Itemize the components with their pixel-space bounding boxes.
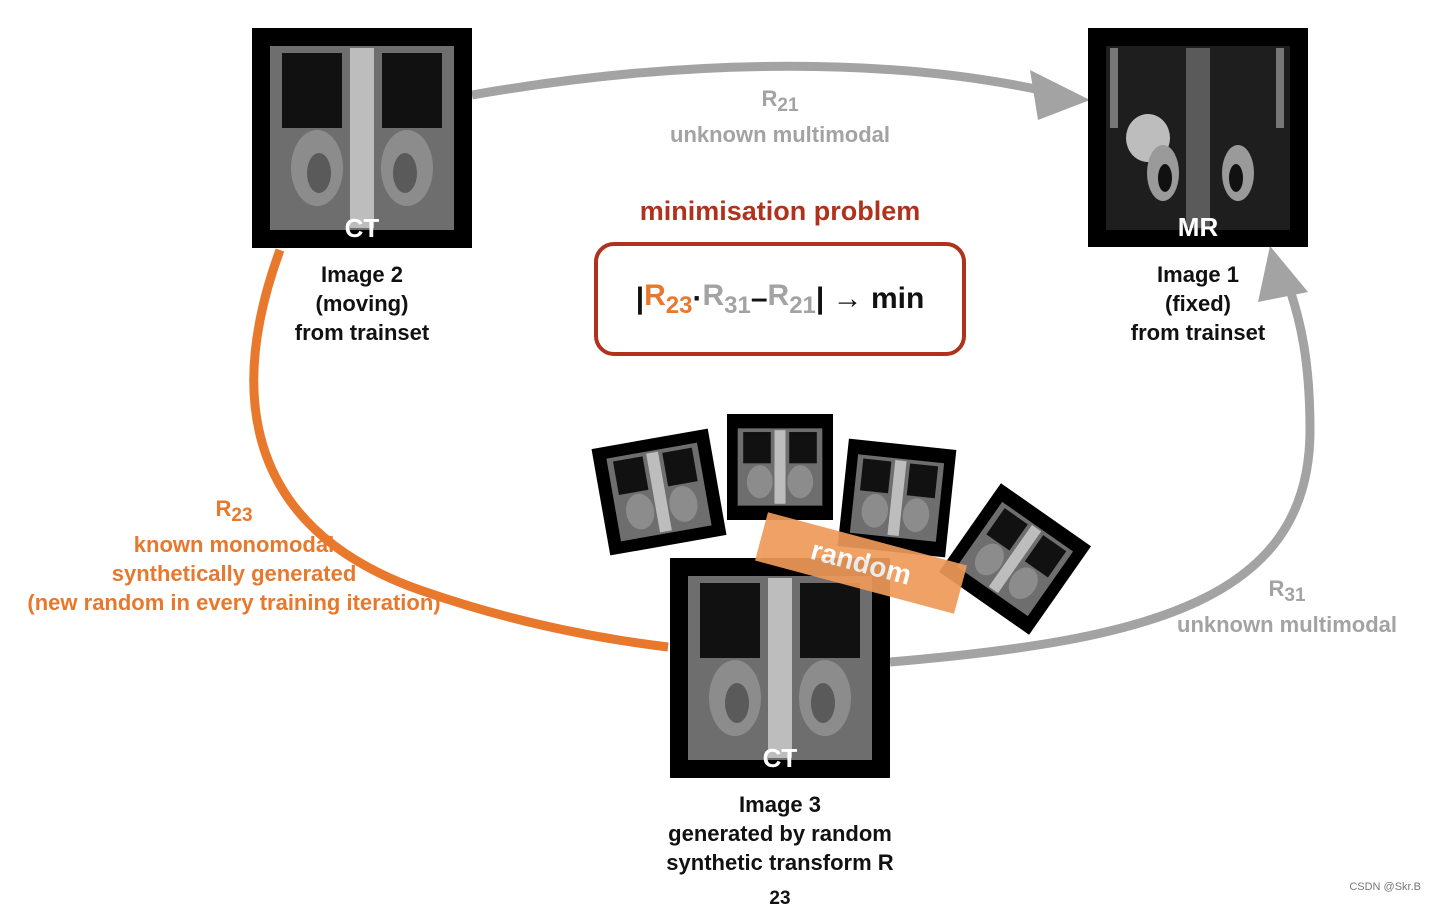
image2-caption-line1: Image 2: [321, 262, 403, 287]
ct-scan-small-icon: [606, 442, 712, 542]
random-scan-1: [591, 428, 727, 556]
image3-scan: CT: [670, 558, 890, 778]
ct-scan-small-icon: [849, 454, 945, 542]
ct-scan-icon: [270, 46, 454, 230]
r21-label: R21 unknown multimodal: [630, 84, 930, 149]
image3-caption: Image 3 generated by random synthetic tr…: [600, 790, 960, 913]
r23-desc-line3: (new random in every training iteration): [27, 590, 441, 615]
formula-tail: | → min: [815, 282, 925, 315]
random-scan-3: [837, 438, 957, 558]
r31-label: R31 unknown multimodal: [1140, 574, 1434, 639]
ct-scan-icon: [688, 576, 872, 760]
mr-scan-icon: [1106, 45, 1290, 230]
image3-caption-line1: Image 3: [739, 792, 821, 817]
r23-desc-line2: synthetically generated: [111, 561, 357, 586]
image3-modality: CT: [762, 743, 798, 773]
image1-scan: MR: [1088, 28, 1308, 247]
image1-caption: Image 1 (fixed) from trainset: [1098, 260, 1298, 347]
image2-scan: CT: [252, 28, 472, 248]
arrow-r21: [471, 61, 1041, 100]
image2-caption-line3: from trainset: [294, 320, 430, 345]
formula-r23: R23: [644, 278, 693, 319]
r31-desc: unknown multimodal: [1177, 612, 1397, 637]
r31-symbol: R31: [1268, 576, 1306, 606]
ct-scan-small-icon: [956, 501, 1074, 617]
random-scan-4: [938, 483, 1092, 635]
arrow-r21-head: [1030, 70, 1090, 120]
arrow-r31: [889, 288, 1315, 667]
r21-symbol: R21: [761, 86, 799, 116]
formula-r31: R31: [702, 278, 751, 319]
arrow-r31-head: [1258, 246, 1308, 302]
image2-caption: Image 2 (moving) from trainset: [262, 260, 462, 347]
random-scan-2: [727, 414, 833, 520]
image1-caption-line1: Image 1: [1157, 262, 1239, 287]
r23-symbol: R23: [215, 496, 253, 526]
minimisation-title: minimisation problem: [639, 196, 921, 226]
image1-caption-line3: from trainset: [1130, 320, 1266, 345]
r21-desc: unknown multimodal: [670, 122, 890, 147]
watermark: CSDN @Skr.B: [1349, 881, 1421, 893]
formula-minus: –: [750, 282, 768, 315]
formula-r21: R21: [767, 278, 816, 319]
ct-scan-small-icon: [737, 428, 823, 506]
arrow-r23: [249, 248, 669, 652]
image1-modality: MR: [1177, 212, 1219, 242]
image2-caption-line2: (moving): [315, 291, 409, 316]
formula-dot: ·: [692, 282, 703, 315]
formula-bar-open: |: [635, 282, 645, 315]
image1-caption-line2: (fixed): [1165, 291, 1231, 316]
minimisation-formula: | R23 · R31 – R21 | → min: [594, 242, 966, 356]
r23-label: R23 known monomodal synthetically genera…: [0, 494, 468, 617]
image3-caption-line2: generated by random: [668, 821, 892, 846]
r23-desc-line1: known monomodal: [133, 532, 335, 557]
image2-modality: CT: [344, 213, 380, 243]
